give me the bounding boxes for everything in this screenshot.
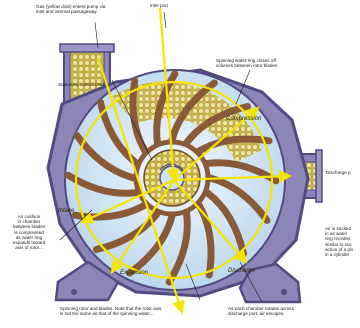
flow-label-discharge: Discharge — [228, 268, 256, 274]
callout-inlet-port: Inlet port — [150, 3, 190, 8]
bolt-left — [71, 289, 77, 295]
flow-label-expansion: Expansion — [120, 270, 149, 276]
callout-discharge: Discharge p — [326, 170, 360, 175]
flow-label-compression: Compression — [226, 116, 262, 122]
callout-air-cushion: Air cushion in chamber between blades is… — [2, 214, 56, 250]
callout-chamber-note: As each chamber rotates across discharge… — [228, 306, 328, 316]
callout-gas-inlet: Gas (yellow dots) enters pump via inlet … — [36, 4, 124, 14]
flow-label-intake: Intake — [58, 208, 75, 214]
bolt-right — [281, 289, 287, 295]
callout-air-sucked: Air is sucked in as water ring recedes s… — [325, 226, 360, 257]
callout-rotor-note: Spinning rotor and blades. Note that the… — [60, 306, 200, 316]
callout-spinning-ring: Spinning water ring closes off volumes b… — [216, 58, 336, 68]
callout-control-cone: Stationary control cone — [58, 82, 138, 87]
